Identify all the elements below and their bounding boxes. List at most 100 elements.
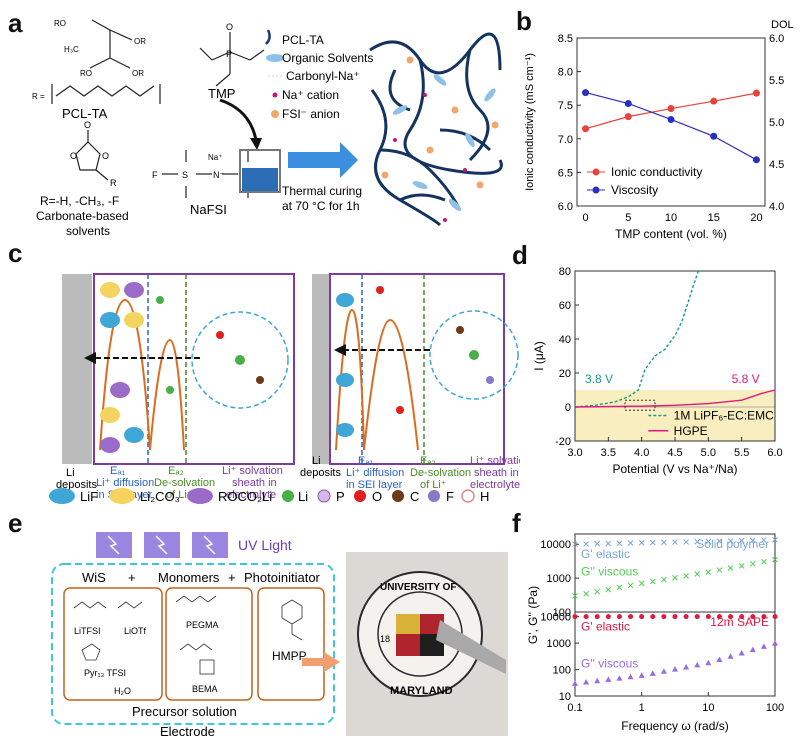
data-point-f-bottom xyxy=(572,614,578,620)
data-point-f-bottom xyxy=(572,680,578,686)
y-tick-label-f-top: 10000 xyxy=(540,539,571,551)
data-point-f-bottom xyxy=(650,614,656,620)
data-point-f-top xyxy=(738,563,745,569)
x-tick-label-b: 20 xyxy=(750,212,762,224)
svg-text:S: S xyxy=(182,170,188,180)
data-point-f-bottom xyxy=(583,614,589,620)
data-point-f-top xyxy=(583,590,589,597)
legend-text-b: Viscosity xyxy=(611,183,658,197)
precursor-label: Precursor solution xyxy=(132,704,237,719)
x-tick-label-d: 5.0 xyxy=(701,447,716,459)
x-tick-label-d: 4.0 xyxy=(634,447,649,459)
y-tick-label-b: 7.5 xyxy=(558,100,573,112)
data-point-f-top xyxy=(594,588,601,595)
panel-label-a: a xyxy=(8,8,23,38)
legend-marker-b xyxy=(592,168,600,176)
data-point-f-bottom xyxy=(627,673,634,680)
y-tick-label-b: 8.5 xyxy=(558,33,573,45)
chem-pegma: PEGMA xyxy=(186,620,219,630)
data-point-b xyxy=(752,156,760,164)
series-label-f-top: G' elastic xyxy=(581,547,630,561)
y-tick-label-f-bottom: 1000 xyxy=(547,638,571,650)
panel-c-right xyxy=(312,273,519,465)
y2-tick-label-b: 4.5 xyxy=(769,159,784,171)
data-point-f-top xyxy=(716,538,723,545)
data-point-f-top xyxy=(727,538,734,544)
x-tick-label-b: 0 xyxy=(582,212,588,224)
electrode-label: Electrode xyxy=(160,724,215,739)
data-point-f-bottom xyxy=(660,668,667,674)
series-line-d xyxy=(574,389,776,408)
data-point-f-top xyxy=(749,537,756,544)
svg-text:RO: RO xyxy=(54,19,66,28)
svg-text:F: F xyxy=(152,170,158,180)
li-deposits-left-2: deposits xyxy=(56,479,97,491)
series-line-d xyxy=(574,270,702,408)
data-point-f-top xyxy=(605,586,612,593)
process-arrow xyxy=(302,652,340,672)
svg-text:OR: OR xyxy=(132,69,144,78)
chem-bema: BEMA xyxy=(192,684,218,694)
data-point-f-bottom xyxy=(750,614,756,620)
data-point-f-top xyxy=(572,592,578,599)
panel-label-f: f xyxy=(512,508,521,538)
sheath-left-2: sheath in xyxy=(232,477,277,489)
panel-label-d: d xyxy=(512,240,528,270)
chem-hmpp: HMPP xyxy=(272,649,307,663)
data-point-f-bottom xyxy=(583,679,590,685)
data-point-b xyxy=(624,100,632,108)
data-point-f-top xyxy=(594,540,601,547)
data-point-f-bottom xyxy=(639,614,645,620)
data-point-f-top xyxy=(761,537,767,543)
data-point-f-bottom xyxy=(683,664,690,670)
data-point-f-top xyxy=(638,580,645,587)
data-point-f-top xyxy=(616,540,623,547)
panel-a-schematic: RO H₃C OR RO OR R = PCL-TA O P TMP O O O… xyxy=(32,19,503,238)
carbonate-structure xyxy=(75,130,109,181)
x-axis-label-d: Potential (V vs Na⁺/Na) xyxy=(612,462,737,476)
seal-bottom-text: MARYLAND xyxy=(390,685,453,697)
svg-text:O: O xyxy=(84,120,91,130)
ea2-desc1-left: De-solvation xyxy=(154,477,215,489)
wis-box xyxy=(63,587,163,701)
chem-litfsi: LiTFSI xyxy=(74,626,101,636)
right-frame xyxy=(329,273,505,465)
x-tick-label-f: 10 xyxy=(702,702,714,714)
data-point-f-top xyxy=(761,558,767,565)
monomers-label: Monomers xyxy=(158,570,220,585)
data-point-f-top xyxy=(772,536,778,543)
tmp-structure xyxy=(199,32,265,87)
data-point-f-top xyxy=(627,540,634,546)
data-point-b xyxy=(582,125,590,133)
y-axis-label-f: G', G'' (Pa) xyxy=(526,586,540,644)
y2-tick-label-b: 5.5 xyxy=(769,75,784,87)
panel-label-f-bottom: 12m SAPE xyxy=(710,615,769,629)
svg-text:O: O xyxy=(102,151,109,161)
data-point-f-top xyxy=(605,540,612,547)
li-metal-right xyxy=(312,274,330,464)
data-point-f-top xyxy=(727,565,734,571)
y-tick-label-d: 20 xyxy=(559,368,571,380)
data-point-f-bottom xyxy=(628,614,634,620)
data-point-f-top xyxy=(649,539,656,546)
legend-organic-solvents: Organic Solvents xyxy=(282,51,373,65)
mixing-arrow xyxy=(219,98,258,141)
legend-na-cation: Na⁺ cation xyxy=(282,88,339,102)
data-point-f-top xyxy=(749,560,756,567)
data-point-f-bottom xyxy=(638,672,645,678)
r-definition: R = xyxy=(32,92,45,101)
legend-f: F xyxy=(446,489,454,504)
data-point-b xyxy=(710,132,718,140)
wis-label: WiS xyxy=(82,570,106,585)
x-tick-label-f: 1 xyxy=(639,702,645,714)
li-metal-left xyxy=(62,274,92,464)
data-point-f-bottom xyxy=(705,659,712,666)
x-axis-label-f: Frequency ω (rad/s) xyxy=(621,719,728,733)
nafsi-label: NaFSI xyxy=(190,202,227,217)
y-tick-label-b: 8.0 xyxy=(558,67,573,79)
data-point-f-bottom xyxy=(739,614,745,620)
svg-text:O: O xyxy=(70,151,77,161)
data-point-f-bottom xyxy=(672,614,678,620)
